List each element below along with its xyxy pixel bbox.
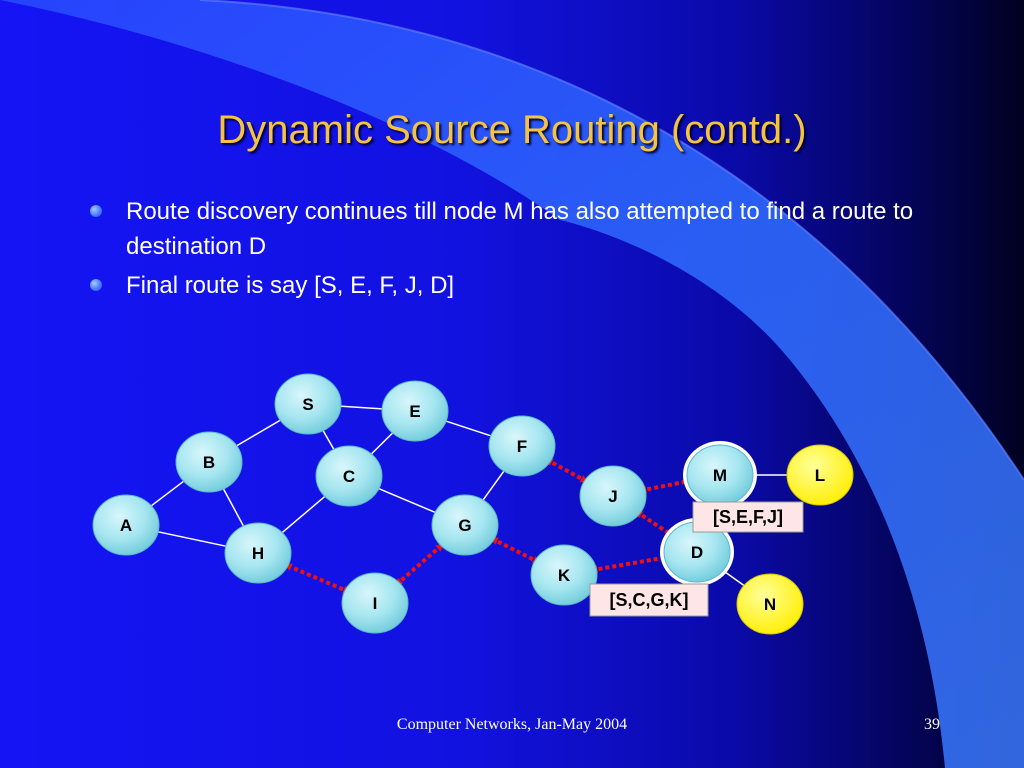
node-I: I bbox=[341, 572, 409, 634]
route-label-text: [S,E,F,J] bbox=[713, 507, 783, 527]
bullet-text: Final route is say [S, E, F, J, D] bbox=[126, 272, 455, 299]
bullet-dot-icon bbox=[90, 205, 102, 217]
edge-S-B bbox=[232, 417, 285, 449]
node-G: G bbox=[431, 494, 499, 556]
route-label-K: [S,C,G,K] bbox=[589, 583, 709, 617]
node-label-K: K bbox=[558, 566, 571, 585]
edge-E-F bbox=[441, 418, 496, 439]
route-arrow-I-H bbox=[283, 562, 352, 594]
node-label-F: F bbox=[517, 437, 527, 456]
route-arrow-I-G bbox=[394, 543, 444, 587]
swoosh-highlight bbox=[199, 0, 1024, 481]
route-arrow-K-D bbox=[589, 554, 670, 574]
node-label-A: A bbox=[120, 516, 132, 535]
edge-S-C bbox=[321, 427, 336, 453]
edge-S-E bbox=[335, 405, 388, 410]
node-label-M: M bbox=[713, 466, 727, 485]
route-arrow-J-M bbox=[638, 478, 693, 494]
footer-text: Computer Networks, Jan-May 2004 bbox=[396, 716, 628, 733]
bullet-text: Route discovery continues till node M ha… bbox=[126, 198, 914, 260]
route-arrow-J-D bbox=[634, 509, 674, 538]
node-label-L: L bbox=[815, 466, 825, 485]
bullet-item: Final route is say [S, E, F, J, D] bbox=[90, 268, 950, 303]
node-H: H bbox=[224, 522, 292, 584]
node-label-N: N bbox=[764, 595, 776, 614]
node-label-S: S bbox=[302, 395, 313, 414]
node-label-E: E bbox=[409, 402, 420, 421]
node-A: A bbox=[92, 494, 160, 556]
page-number: 39 bbox=[924, 716, 940, 733]
node-label-G: G bbox=[458, 516, 471, 535]
node-D: D bbox=[660, 518, 734, 586]
node-label-B: B bbox=[203, 453, 215, 472]
node-F: F bbox=[488, 415, 556, 477]
edge-B-H bbox=[221, 486, 246, 529]
route-arrow-F-J bbox=[544, 457, 589, 484]
node-M: M bbox=[683, 441, 757, 509]
node-label-H: H bbox=[252, 544, 264, 563]
edge-A-H bbox=[153, 530, 231, 548]
node-N: N bbox=[736, 573, 804, 635]
node-E: E bbox=[381, 380, 449, 442]
bullet-list: Route discovery continues till node M ha… bbox=[90, 194, 950, 307]
route-label-text: [S,C,G,K] bbox=[610, 590, 689, 610]
node-J: J bbox=[579, 465, 647, 527]
edge-C-H bbox=[278, 493, 329, 536]
edge-E-C bbox=[368, 430, 396, 457]
bullet-dot-icon bbox=[90, 279, 102, 291]
node-label-D: D bbox=[691, 543, 703, 562]
node-B: B bbox=[175, 431, 243, 493]
node-label-C: C bbox=[343, 467, 355, 486]
route-arrow-K-G bbox=[489, 536, 541, 565]
node-L: L bbox=[786, 444, 854, 506]
bullet-item: Route discovery continues till node M ha… bbox=[90, 194, 950, 264]
slide-title: Dynamic Source Routing (contd.) bbox=[217, 108, 807, 152]
node-label-I: I bbox=[373, 594, 378, 613]
node-S: S bbox=[274, 373, 342, 435]
node-C: C bbox=[315, 445, 383, 507]
edge-G-F bbox=[480, 468, 507, 503]
edge-C-G bbox=[374, 486, 440, 515]
route-label-D: [S,E,F,J] bbox=[692, 501, 804, 533]
edge-B-A bbox=[147, 478, 188, 509]
node-label-J: J bbox=[608, 487, 617, 506]
node-K: K bbox=[530, 544, 598, 606]
